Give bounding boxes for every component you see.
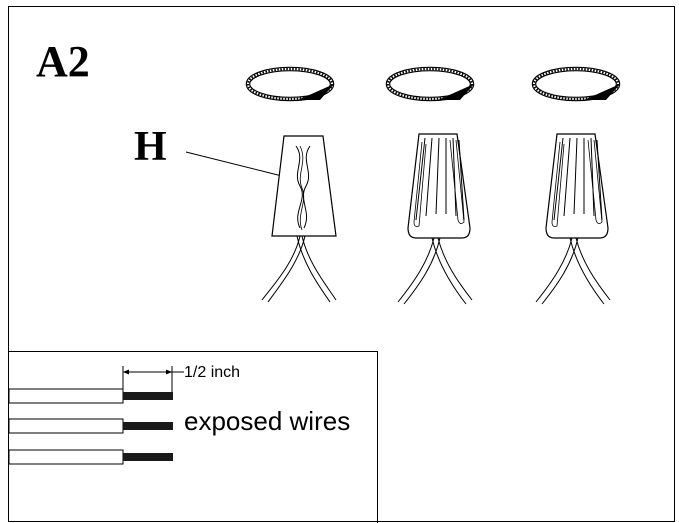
inset-frame: [8, 351, 378, 523]
callout-leader-line: [185, 151, 283, 177]
outer-frame: [8, 6, 675, 522]
wire-2: [8, 418, 173, 434]
callout-letter: H: [134, 124, 167, 170]
step-label: A2: [36, 37, 90, 86]
wire-1: [8, 388, 173, 404]
wire-connector-ribbed-2: [535, 133, 611, 305]
rotation-arrow-1: [245, 66, 335, 102]
rotation-arrow-3: [531, 66, 621, 102]
wire-connector-cutaway: [261, 135, 337, 303]
exposed-wires-label: exposed wires: [184, 406, 351, 436]
wire-3: [8, 449, 173, 465]
rotation-arrow-2: [385, 66, 475, 102]
measure-label: 1/2 inch: [184, 364, 241, 381]
wire-connector-ribbed-1: [397, 133, 473, 305]
measure-bracket: [122, 366, 184, 392]
